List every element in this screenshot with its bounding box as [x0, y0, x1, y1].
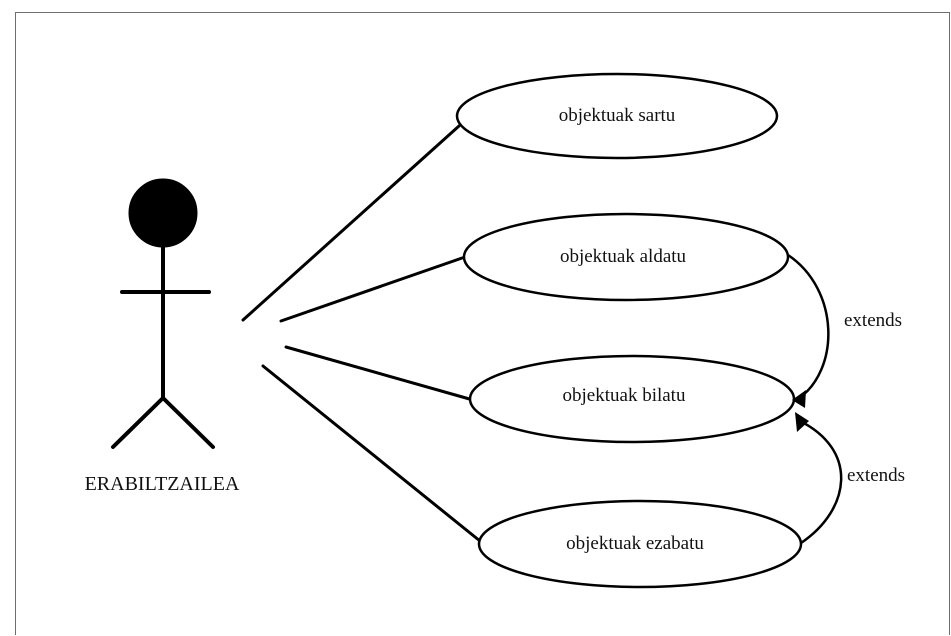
- actor-name: ERABILTZAILEA: [85, 473, 240, 495]
- use-case-bilatu[interactable]: objektuak bilatu: [468, 354, 796, 444]
- association-ezabatu: [261, 364, 482, 543]
- use-case-sartu-label: objektuak sartu: [559, 105, 676, 126]
- extends-label-lower: extends: [847, 465, 905, 486]
- arrowhead-lower-icon: [795, 412, 809, 432]
- use-case-sartu[interactable]: objektuak sartu: [455, 72, 779, 160]
- extend-relation-lower: extends: [795, 412, 905, 545]
- actor-right-leg: [161, 396, 215, 449]
- association-bilatu: [284, 345, 475, 402]
- arrowhead-upper-icon: [792, 390, 806, 408]
- use-case-ezabatu-ellipse: [477, 499, 803, 589]
- extend-arc-upper: [787, 253, 830, 401]
- extends-label-upper: extends: [844, 310, 902, 331]
- association-aldatu: [279, 255, 467, 323]
- use-case-sartu-ellipse: [455, 72, 779, 160]
- actor-figure: [111, 178, 215, 449]
- extend-relation-upper: extends: [787, 253, 902, 408]
- actor-left-leg: [111, 396, 165, 449]
- use-case-bilatu-label: objektuak bilatu: [563, 385, 686, 406]
- use-case-aldatu[interactable]: objektuak aldatu: [462, 212, 790, 302]
- use-case-ezabatu-label: objektuak ezabatu: [566, 533, 704, 554]
- use-case-aldatu-ellipse: [462, 212, 790, 302]
- association-sartu: [241, 124, 461, 322]
- association-lines: [241, 124, 482, 543]
- actor-head: [128, 178, 198, 248]
- use-case-aldatu-label: objektuak aldatu: [560, 246, 687, 267]
- extend-arc-lower: [797, 418, 843, 545]
- use-case-ezabatu[interactable]: objektuak ezabatu: [477, 499, 803, 589]
